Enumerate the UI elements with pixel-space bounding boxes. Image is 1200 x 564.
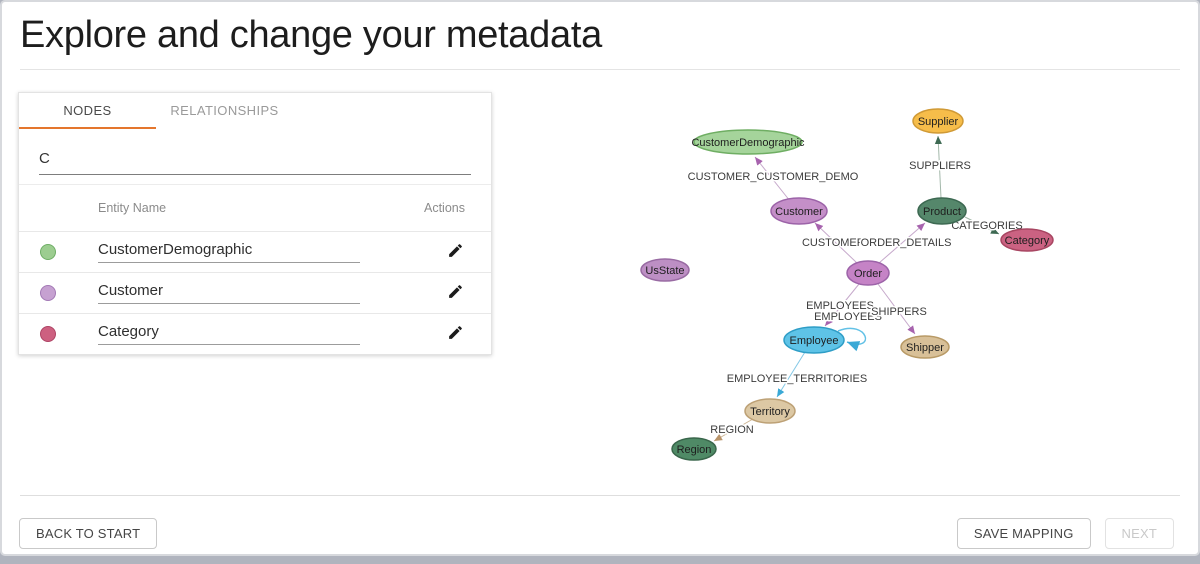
edge-label: SHIPPERS: [871, 306, 927, 318]
edge-label: ORDER_DETAILS: [861, 237, 952, 249]
graph-node-customer[interactable]: Customer: [770, 197, 828, 225]
edit-entity-button[interactable]: [443, 281, 467, 305]
graph-node-order[interactable]: Order: [846, 260, 890, 286]
edge-categories[interactable]: [964, 216, 1000, 235]
graph-node-product[interactable]: Product: [917, 197, 967, 225]
node-label: Employee: [790, 335, 839, 347]
pencil-icon: [447, 283, 464, 303]
graph-node-territory[interactable]: Territory: [744, 398, 796, 424]
entity-name-field[interactable]: CustomerDemographic: [98, 241, 360, 263]
next-button[interactable]: NEXT: [1104, 518, 1174, 549]
node-label: CustomerDemographic: [691, 137, 805, 149]
edge-employee-territories[interactable]: [776, 351, 806, 398]
node-label: Customer: [775, 206, 823, 218]
panel-tabs: NODES RELATIONSHIPS: [19, 93, 491, 129]
edge-shippers[interactable]: [877, 283, 916, 335]
edge-label: EMPLOYEE_TERRITORIES: [727, 373, 867, 385]
node-label: Shipper: [906, 342, 944, 354]
tab-nodes[interactable]: NODES: [19, 93, 156, 129]
search-input[interactable]: C: [39, 137, 471, 175]
search-wrap: C: [19, 129, 491, 175]
edge-customers[interactable]: [814, 222, 858, 264]
edge-label: REGION: [710, 424, 753, 436]
graph-node-supplier[interactable]: Supplier: [912, 108, 964, 134]
edge-label: CUSTOMER_CUSTOMER_DEMO: [688, 171, 859, 183]
table-row: Category: [19, 314, 491, 354]
tab-relationships[interactable]: RELATIONSHIPS: [170, 102, 279, 118]
entity-name-field[interactable]: Customer: [98, 282, 360, 304]
node-label: Region: [677, 444, 712, 456]
graph-node-customer-demographic[interactable]: CustomerDemographic: [691, 129, 805, 155]
node-label: Product: [923, 206, 961, 218]
pencil-icon: [447, 242, 464, 262]
entity-name-field[interactable]: Category: [98, 323, 360, 345]
entity-color-dot: [40, 244, 56, 260]
graph-node-category[interactable]: Category: [1000, 228, 1054, 252]
graph-node-region[interactable]: Region: [671, 437, 717, 461]
table-row: Customer: [19, 273, 491, 314]
column-actions: Actions: [424, 201, 465, 215]
table-row: CustomerDemographic: [19, 232, 491, 273]
edge-region[interactable]: [713, 418, 754, 442]
node-label: Supplier: [918, 116, 959, 128]
entities-panel: NODES RELATIONSHIPS C Entity Name Action…: [18, 92, 492, 355]
table-header: Entity Name Actions: [19, 184, 491, 232]
edge-employees[interactable]: [824, 283, 860, 327]
edit-entity-button[interactable]: [443, 240, 467, 264]
pencil-icon: [447, 324, 464, 344]
node-label: UsState: [645, 265, 684, 277]
footer-actions: SAVE MAPPING NEXT: [956, 518, 1174, 549]
entity-color-dot: [40, 285, 56, 301]
graph-edges: [713, 135, 1000, 442]
column-entity-name: Entity Name: [98, 201, 167, 215]
page-header: Explore and change your metadata: [20, 2, 1180, 70]
edge-suppliers[interactable]: [934, 135, 942, 199]
edge-label: EMPLOYEES: [814, 311, 882, 323]
back-to-start-button[interactable]: BACK TO START: [19, 518, 158, 549]
page-title: Explore and change your metadata: [20, 14, 602, 56]
footer-divider: [20, 495, 1180, 496]
graph-node-shipper[interactable]: Shipper: [900, 335, 950, 359]
entity-color-dot: [40, 326, 56, 342]
edge-label: CATEGORIES: [951, 220, 1022, 232]
node-label: Order: [854, 268, 882, 280]
graph-node-usstate[interactable]: UsState: [640, 258, 690, 282]
edge-order-details[interactable]: [878, 222, 926, 264]
edit-entity-button[interactable]: [443, 322, 467, 346]
edge-label: CUSTOMERS: [802, 237, 872, 249]
node-label: Territory: [750, 406, 790, 418]
graph-nodes: CustomerDemographic Supplier Customer Pr…: [640, 108, 1054, 461]
save-mapping-button[interactable]: SAVE MAPPING: [956, 518, 1091, 549]
graph-edge-labels: CUSTOMER_CUSTOMER_DEMO SUPPLIERS CATEGOR…: [686, 159, 1024, 438]
node-label: Category: [1005, 235, 1050, 247]
edge-label: EMPLOYEES: [806, 300, 874, 312]
graph-node-employee[interactable]: Employee: [783, 326, 845, 354]
edge-customer-customer-demo[interactable]: [754, 156, 791, 202]
edge-employees-self-loop[interactable]: [837, 327, 867, 352]
edge-label: SUPPLIERS: [909, 160, 971, 172]
